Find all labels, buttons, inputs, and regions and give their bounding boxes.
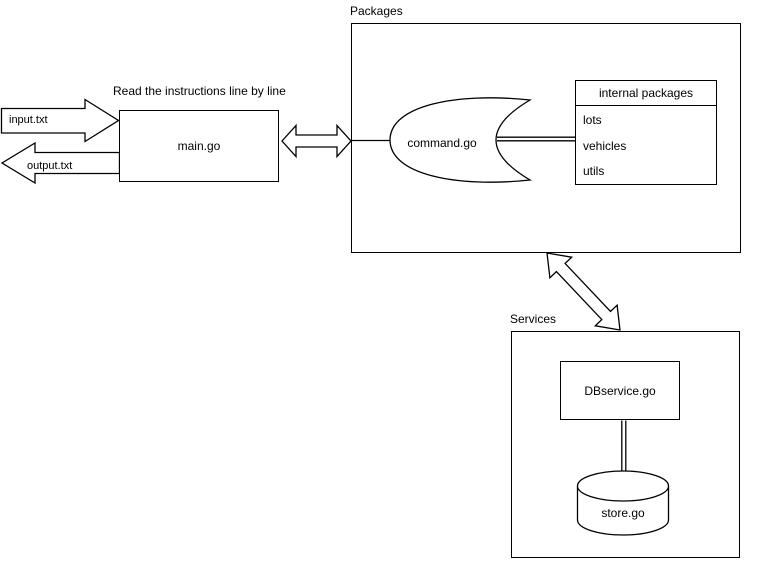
command-shape[interactable] [389,97,533,183]
store-cylinder-top[interactable] [576,470,670,502]
internal-packages-header: internal packages [576,81,716,106]
services-container[interactable] [511,331,740,558]
command-label: command.go [407,136,477,150]
packages-container[interactable] [351,23,741,253]
note-label: Read the instructions line by line [113,84,286,98]
input-arrow-label: input.txt [9,114,48,126]
internal-packages-list: lots vehicles utils [576,107,716,184]
packages-title: Packages [350,4,403,18]
main-box-label: main.go [177,139,221,153]
output-arrow-shape[interactable] [0,141,121,185]
dbservice-box-label: DBservice.go [584,383,656,398]
store-label: store.go [601,506,645,520]
services-title: Services [510,312,557,326]
list-item-utils[interactable]: utils [583,164,605,179]
input-arrow-shape[interactable] [0,98,120,143]
list-item-lots[interactable]: lots [583,112,602,127]
output-arrow-label: output.txt [27,160,73,172]
packages-services-bidirectional-arrow[interactable] [546,252,621,331]
internal-packages-box[interactable]: internal packages lots vehicles utils [575,80,717,185]
main-packages-bidirectional-arrow[interactable] [281,123,352,159]
list-item-vehicles[interactable]: vehicles [583,138,627,153]
main-box[interactable]: main.go [119,110,279,182]
dbservice-box[interactable]: DBservice.go [560,361,680,420]
